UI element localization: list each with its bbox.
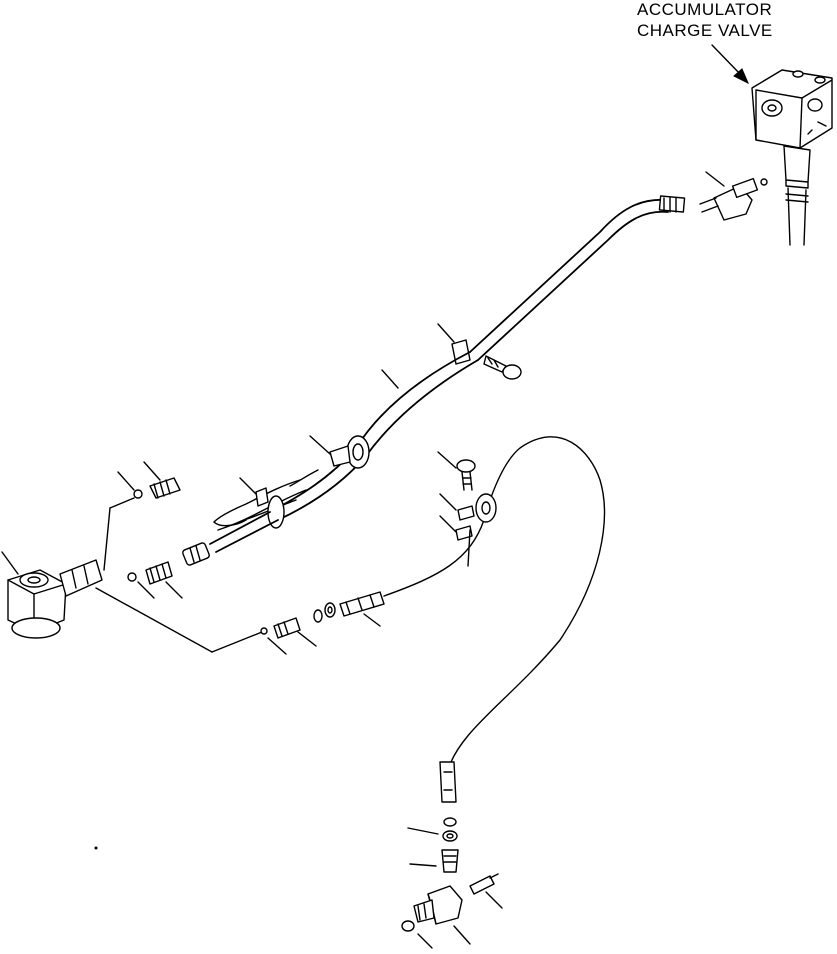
hose-main-lower — [182, 511, 279, 566]
fitting-set-center — [260, 591, 385, 655]
hose-clip-upper — [437, 323, 522, 380]
small-tube — [383, 436, 606, 803]
hose-main-upper — [469, 195, 686, 361]
clip-bolt-assembly — [437, 451, 497, 567]
elbow-fitting-lower — [401, 873, 503, 949]
wire-harness — [213, 469, 319, 531]
solenoid-valve — [1, 551, 263, 653]
hose-clamp-middle — [309, 435, 370, 469]
hose-main-middle — [269, 351, 479, 521]
fitting-set-upper-left — [103, 461, 181, 571]
callout-label-accumulator: ACCUMULATOR — [637, 0, 773, 19]
fitting-set-bottom — [407, 817, 459, 873]
callout-arrow — [711, 44, 749, 85]
callout-label-charge-valve: CHARGE VALVE — [637, 21, 773, 40]
accumulator-charge-valve — [751, 69, 833, 246]
fitting-set-middle-left — [127, 561, 183, 599]
elbow-fitting-upper — [699, 171, 768, 221]
